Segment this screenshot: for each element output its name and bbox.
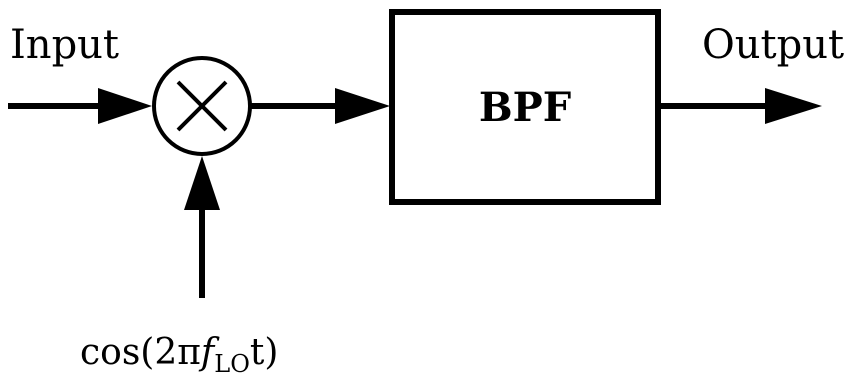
mixer-to-bpf-arrowhead — [335, 88, 390, 124]
lo-signal-suffix: t) — [250, 332, 279, 373]
input-arrowhead — [98, 88, 152, 124]
output-arrowhead — [765, 88, 822, 124]
bpf-block — [389, 9, 661, 205]
lo-signal-subscript: LO — [214, 350, 250, 378]
output-label: Output — [702, 22, 844, 68]
lo-signal-prefix: cos(2π — [80, 332, 201, 373]
lo-arrowhead — [184, 156, 220, 210]
bpf-label: BPF — [479, 84, 571, 131]
lo-signal-label: cos(2πfLOt) — [80, 332, 278, 378]
mixer-symbol — [152, 56, 252, 156]
mixer-cross-b — [176, 80, 228, 132]
input-label: Input — [10, 22, 119, 68]
